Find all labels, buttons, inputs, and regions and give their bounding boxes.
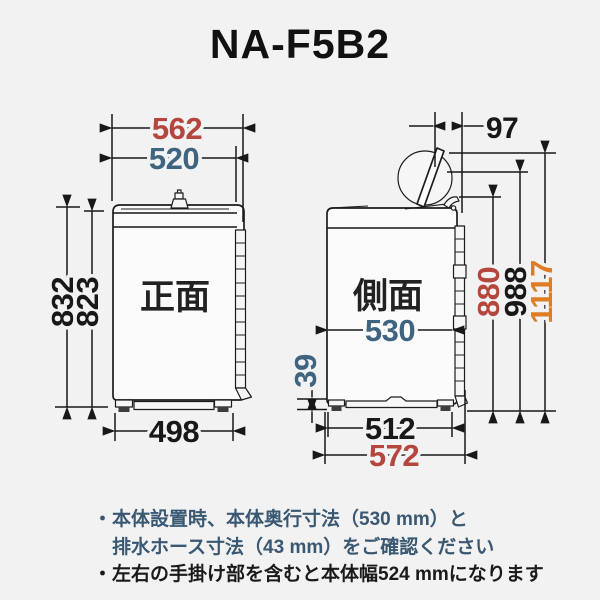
side-lid-hinge [443, 196, 460, 211]
footnote-line: 排水ホース寸法（43 mm）をご確認ください [112, 536, 495, 558]
dimension-diagram: 正面 562 520 832 [41, 108, 562, 477]
dim-base-height-value: 39 [288, 354, 323, 388]
dim-width-feet-value: 498 [149, 414, 199, 449]
dim-width-feet: 498 [102, 411, 246, 453]
dim-depth-body: 530 [315, 310, 465, 352]
front-hose-strip [234, 229, 253, 401]
dim-height-lid-open-value: 1117 [524, 260, 559, 324]
side-hose-strip [452, 225, 469, 408]
dim-height-body-value: 823 [70, 277, 105, 327]
front-view-drawing: 正面 [112, 189, 253, 412]
footnote-line: ・左右の手掛け部を含むと本体幅524 mmになります [93, 564, 544, 585]
dim-width-body-value: 520 [149, 141, 199, 176]
page-title: NA-F5B2 [209, 21, 391, 67]
side-base-plate [345, 396, 438, 409]
dim-height-hinge-value: 880 [471, 267, 506, 317]
dim-lid-overhang-value: 97 [486, 112, 518, 145]
front-dimensions: 562 520 832 823 498 [41, 108, 256, 453]
dim-height-overall-value: 832 [45, 277, 80, 327]
dim-lid-overhang: 97 [409, 109, 522, 149]
dim-depth-overall-value: 572 [369, 438, 419, 473]
dim-height-ring: 988 [494, 159, 536, 424]
front-base-plate [133, 400, 215, 411]
dim-width-body: 520 [99, 138, 249, 180]
side-feet [327, 396, 455, 411]
dim-depth-feet: 512 [315, 408, 465, 450]
side-view-label: 側面 [352, 277, 423, 316]
front-feet [114, 399, 233, 412]
dim-width-overall: 562 [99, 108, 256, 150]
front-faucet [170, 189, 189, 209]
dim-height-ring-value: 988 [498, 267, 533, 317]
side-view-drawing: 側面 [326, 147, 469, 411]
footnotes: ・本体設置時、本体奥行寸法（530 mm）と 排水ホース寸法（43 mm）をご確… [93, 506, 583, 589]
dim-depth-overall: 572 [312, 435, 478, 477]
side-dimensions: 97 530 39 512 572 880 [284, 109, 562, 477]
dim-base-height: 39 [284, 351, 326, 423]
dim-depth-feet-value: 512 [365, 411, 415, 446]
dim-height-hinge: 880 [467, 184, 509, 424]
dim-height-lid-open: 1117 [520, 140, 562, 424]
footnote-line: ・本体設置時、本体奥行寸法（530 mm）と [93, 509, 468, 530]
dim-height-body: 823 [66, 198, 108, 420]
dim-width-overall-value: 562 [152, 111, 202, 146]
dim-depth-body-value: 530 [365, 313, 415, 348]
front-view-label: 正面 [140, 278, 210, 317]
dim-height-overall: 832 [41, 194, 83, 420]
